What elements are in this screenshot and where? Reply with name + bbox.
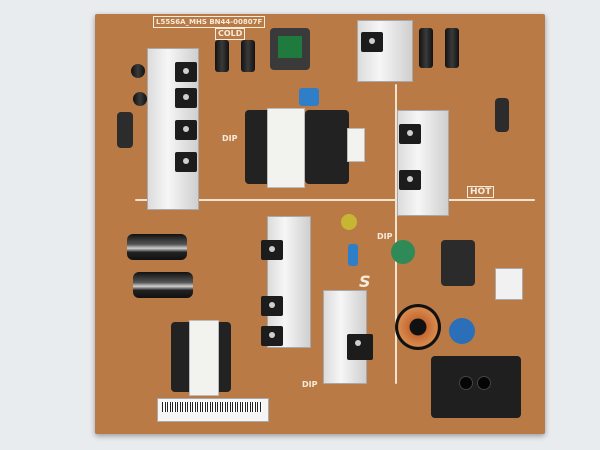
capacitor [445, 28, 459, 68]
header-connector [495, 98, 509, 132]
transformer-label [267, 108, 305, 188]
header-connector [117, 112, 133, 148]
x-capacitor [449, 318, 475, 344]
dip-label-2: DIP [302, 380, 318, 389]
ac-power-inlet [431, 356, 521, 418]
capacitor [215, 40, 229, 72]
transistor [175, 88, 197, 108]
transistor [399, 124, 421, 144]
dip-label-1: DIP [222, 134, 238, 143]
bridge-rectifier [347, 334, 373, 360]
bulk-capacitor [133, 272, 193, 298]
isolation-line [135, 199, 535, 201]
cap-yellow [341, 214, 357, 230]
barcode-sticker [157, 398, 269, 422]
samsung-logo-icon: S [359, 272, 371, 291]
transistor [175, 62, 197, 82]
pcb-board: L55S6A_MHS BN44-00807F COLD HOT DIP DIP … [95, 14, 545, 434]
transformer-label [189, 320, 219, 396]
transistor [399, 170, 421, 190]
model-label: L55S6A_MHS BN44-00807F [153, 16, 266, 28]
capacitor [241, 40, 255, 72]
transistor [175, 152, 197, 172]
blue-capacitor [348, 244, 358, 266]
blue-capacitor [299, 88, 319, 106]
standby-transformer [270, 28, 310, 70]
capacitor [131, 64, 145, 78]
capacitor [133, 92, 147, 106]
dip-label-3: DIP [377, 232, 393, 241]
transistor [261, 326, 283, 346]
cold-label: COLD [215, 28, 246, 40]
capacitor [419, 28, 433, 68]
common-mode-choke [395, 304, 441, 350]
transistor [261, 240, 283, 260]
transistor [261, 296, 283, 316]
main-transformer [305, 110, 349, 184]
transistor [361, 32, 383, 52]
transistor [175, 120, 197, 140]
isolation-line [395, 84, 397, 384]
bulk-capacitor [127, 234, 187, 260]
y-capacitor [347, 128, 365, 162]
connector [495, 268, 523, 300]
varistor [391, 240, 415, 264]
hot-label: HOT [467, 186, 495, 198]
line-filter [441, 240, 475, 286]
